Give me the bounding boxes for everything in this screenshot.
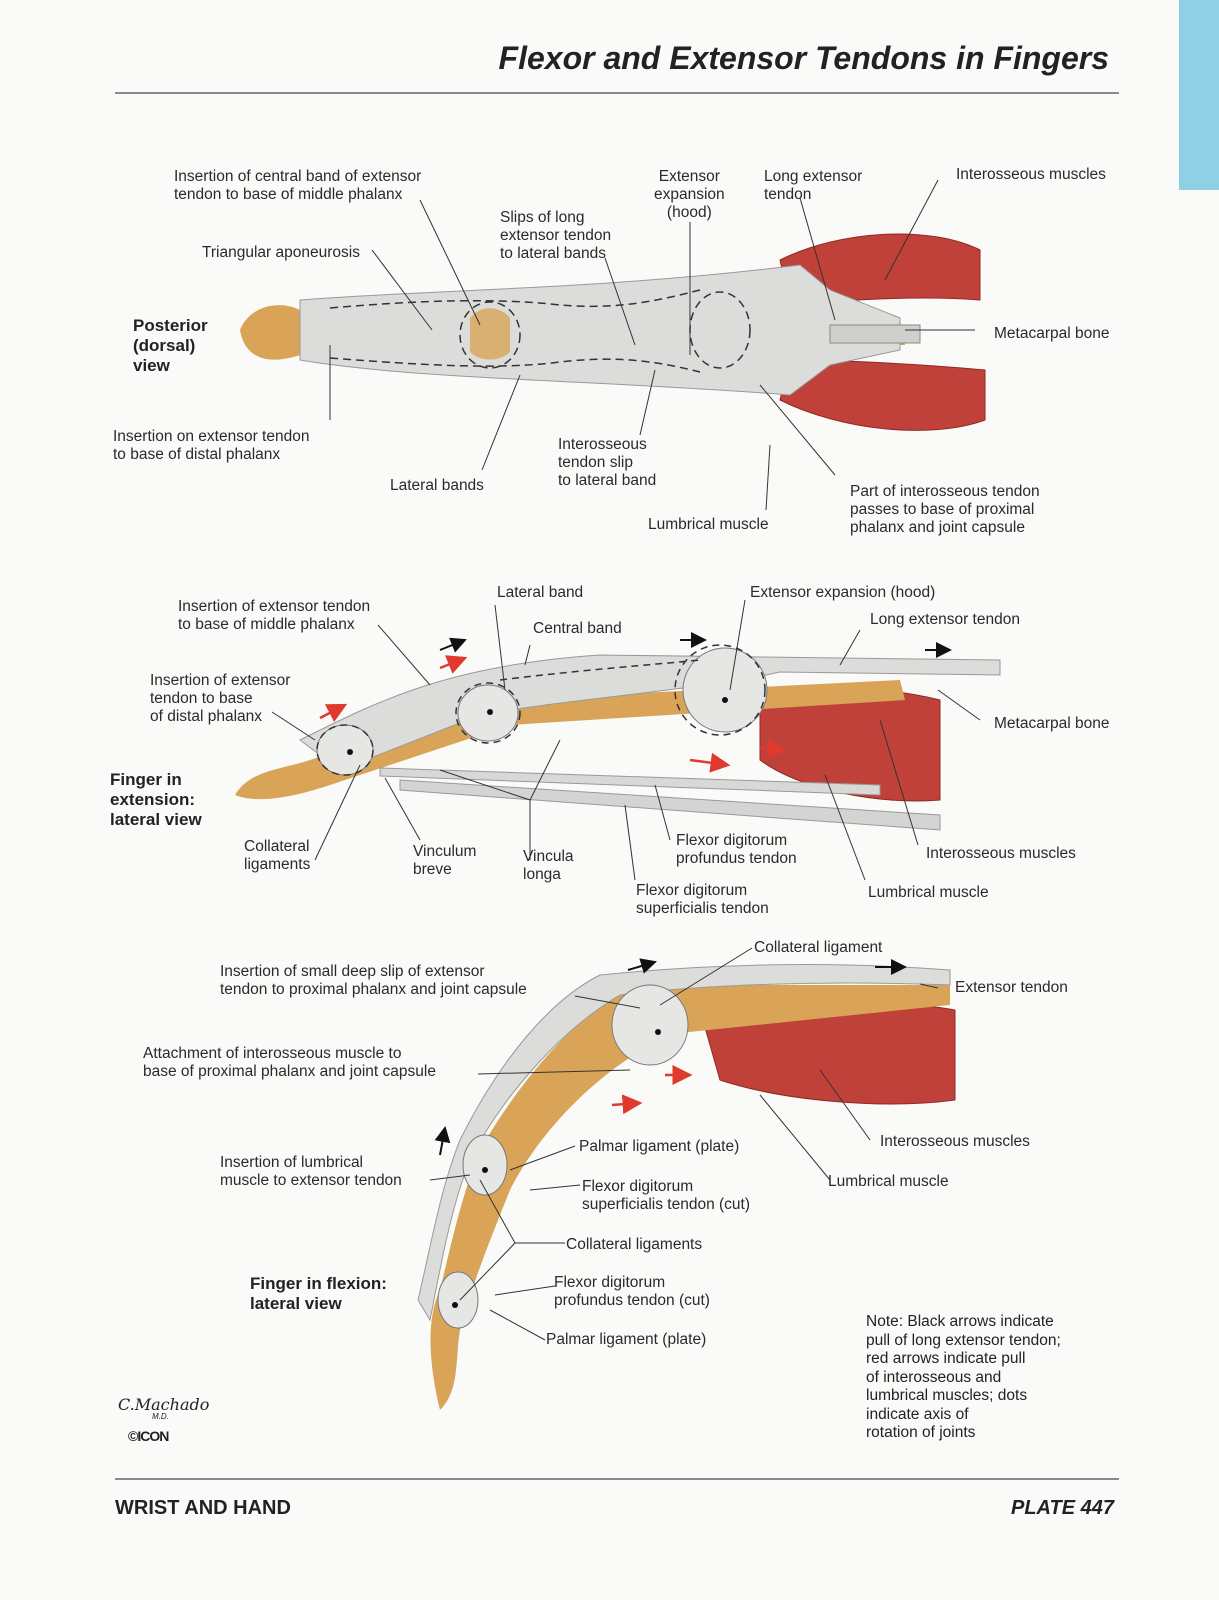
label-long-extensor-tendon: Long extensor tendon	[764, 168, 863, 203]
label-metacarpal-bone-mid: Metacarpal bone	[994, 715, 1110, 732]
label-insertion-distal: Insertion on extensor tendon to base of …	[113, 428, 310, 463]
label-lumbrical-muscle-bot: Lumbrical muscle	[828, 1173, 949, 1190]
label-long-extensor-tendon-mid: Long extensor tendon	[870, 611, 1020, 628]
artist-signature: C.Machado	[118, 1395, 210, 1414]
page-edge-tab	[1179, 0, 1219, 190]
footer-plate-number: PLATE 447	[1011, 1497, 1114, 1519]
label-palmar-ligament-1: Palmar ligament (plate)	[579, 1138, 740, 1155]
extension-finger-drawing	[235, 632, 1001, 831]
posterior-finger-drawing	[240, 233, 986, 431]
label-insertion-middle: Insertion of extensor tendon to base of …	[178, 598, 371, 633]
view-label-extension: Finger in extension: lateral view	[110, 770, 202, 829]
label-part-interosseous: Part of interosseous tendon passes to ba…	[850, 483, 1040, 536]
label-fds-tendon: Flexor digitorum superficialis tendon	[636, 882, 769, 917]
note-text: Note: Black arrows indicate pull of long…	[866, 1313, 1061, 1441]
label-interosseous-muscles-mid: Interosseous muscles	[926, 845, 1076, 862]
footer-rule	[115, 1478, 1119, 1480]
label-extensor-tendon: Extensor tendon	[955, 979, 1068, 996]
label-insertion-distal-mid: Insertion of extensor tendon to base of …	[150, 672, 291, 725]
publisher-logo: ©ICON	[128, 1428, 169, 1444]
label-fdp-tendon: Flexor digitorum profundus tendon	[676, 832, 797, 867]
page-title: Flexor and Extensor Tendons in Fingers	[498, 40, 1109, 76]
label-vincula-longa: Vincula longa	[523, 848, 574, 883]
label-palmar-ligament-2: Palmar ligament (plate)	[546, 1331, 707, 1348]
header-rule	[115, 92, 1119, 94]
label-interosseous-slip: Interosseous tendon slip to lateral band	[558, 436, 657, 489]
label-extensor-expansion: Extensor expansion (hood)	[750, 584, 936, 601]
label-slips-long-extensor: Slips of long extensor tendon to lateral…	[500, 209, 612, 262]
label-lateral-bands: Lateral bands	[390, 477, 484, 494]
view-label-flexion: Finger in flexion: lateral view	[250, 1274, 387, 1313]
label-interosseous-muscles-bot: Interosseous muscles	[880, 1133, 1030, 1150]
view-label-posterior: Posterior (dorsal) view	[133, 316, 208, 375]
label-extensor-expansion-hood: Extensor expansion (hood)	[654, 168, 725, 221]
label-fdp-cut: Flexor digitorum profundus tendon (cut)	[554, 1274, 710, 1309]
flexion-leader-lines	[429, 947, 939, 1341]
label-fds-cut: Flexor digitorum superficialis tendon (c…	[582, 1178, 750, 1213]
label-attachment-interosseous: Attachment of interosseous muscle to bas…	[143, 1045, 436, 1080]
label-collateral-ligaments-mid: Collateral ligaments	[244, 838, 311, 873]
label-triangular-aponeurosis: Triangular aponeurosis	[202, 244, 360, 261]
label-interosseous-muscles: Interosseous muscles	[956, 166, 1106, 183]
extension-leader-lines	[271, 599, 981, 881]
label-central-band: Central band	[533, 620, 622, 637]
label-insertion-lumbrical: Insertion of lumbrical muscle to extenso…	[220, 1154, 402, 1189]
artist-signature-suffix: M.D.	[152, 1412, 169, 1421]
label-lumbrical-muscle-mid: Lumbrical muscle	[868, 884, 989, 901]
label-vinculum-breve: Vinculum breve	[413, 843, 477, 878]
label-insertion-central-band: Insertion of central band of extensor te…	[174, 168, 422, 203]
label-lumbrical-muscle-top: Lumbrical muscle	[648, 516, 769, 533]
label-collateral-ligaments-bot: Collateral ligaments	[566, 1236, 703, 1253]
label-collateral-ligament: Collateral ligament	[754, 939, 883, 956]
flexion-finger-drawing	[417, 958, 956, 1410]
posterior-leader-lines	[329, 179, 975, 511]
label-metacarpal-bone: Metacarpal bone	[994, 325, 1110, 342]
label-insertion-small-slip: Insertion of small deep slip of extensor…	[220, 963, 527, 998]
footer-section: WRIST AND HAND	[115, 1497, 291, 1519]
label-lateral-band: Lateral band	[497, 584, 584, 601]
